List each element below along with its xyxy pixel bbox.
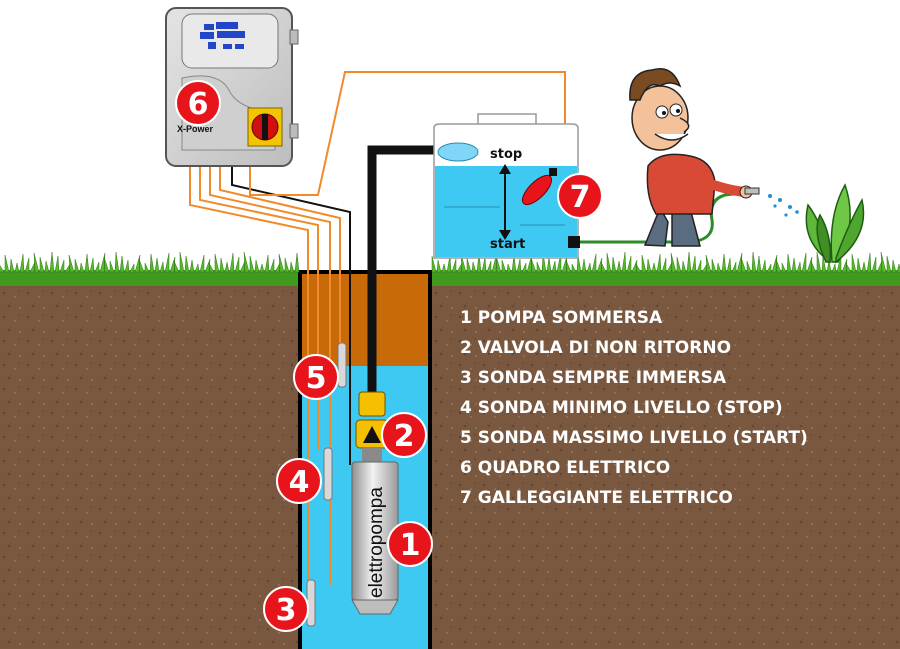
legend-item-6: 6 QUADRO ELETTRICO xyxy=(460,458,670,478)
float-switch xyxy=(521,168,557,206)
legend-item-3: 3 SONDA SEMPRE IMMERSA xyxy=(460,368,727,388)
pump-label: elettropompa xyxy=(366,487,387,598)
soil-area xyxy=(0,283,900,649)
probe-cables xyxy=(189,165,341,585)
discharge-pipe xyxy=(367,145,440,395)
gardener-illustration xyxy=(629,68,799,247)
badge-6-label: 6 xyxy=(188,87,209,122)
storage-tank: stop start xyxy=(433,113,580,259)
tank-outlet xyxy=(568,236,580,248)
legend-item-7: 7 GALLEGGIANTE ELETTRICO xyxy=(460,488,733,508)
badge-2: 2 xyxy=(381,412,427,458)
legend-item-5: 5 SONDA MASSIMO LIVELLO (START) xyxy=(460,428,808,448)
badge-1: 1 xyxy=(387,521,433,567)
legend: 1 POMPA SOMMERSA 2 VALVOLA DI NON RITORNO… xyxy=(460,308,808,508)
badge-3-label: 3 xyxy=(276,593,297,628)
legend-item-1: 1 POMPA SOMMERSA xyxy=(460,308,663,328)
badge-5-label: 5 xyxy=(306,361,327,396)
pump-cable xyxy=(231,165,351,465)
panel-brand-label: X-Power xyxy=(177,124,214,134)
badge-4: 4 xyxy=(276,458,322,504)
legend-item-4: 4 SONDA MINIMO LIVELLO (STOP) xyxy=(460,398,783,418)
badge-1-label: 1 xyxy=(400,528,421,563)
water-splash xyxy=(437,142,479,162)
probe-max-level xyxy=(337,342,347,388)
lettuce-plant xyxy=(805,183,865,264)
legend-item-2: 2 VALVOLA DI NON RITORNO xyxy=(460,338,731,358)
stop-label: stop xyxy=(490,147,522,162)
dry-well-section xyxy=(302,274,428,366)
badge-4-label: 4 xyxy=(289,465,310,500)
badge-3: 3 xyxy=(263,586,309,632)
check-valve xyxy=(355,391,389,462)
badge-2-label: 2 xyxy=(394,419,415,454)
badge-6: 6 xyxy=(175,80,221,126)
electric-control-panel: X-Power xyxy=(165,7,299,167)
grass-left xyxy=(0,251,300,286)
badge-5: 5 xyxy=(293,354,339,400)
badge-7-label: 7 xyxy=(570,180,591,215)
badge-7: 7 xyxy=(557,173,603,219)
probe-min-level xyxy=(323,447,333,501)
start-label: start xyxy=(490,237,525,252)
submersible-pump: elettropompa xyxy=(351,461,399,615)
